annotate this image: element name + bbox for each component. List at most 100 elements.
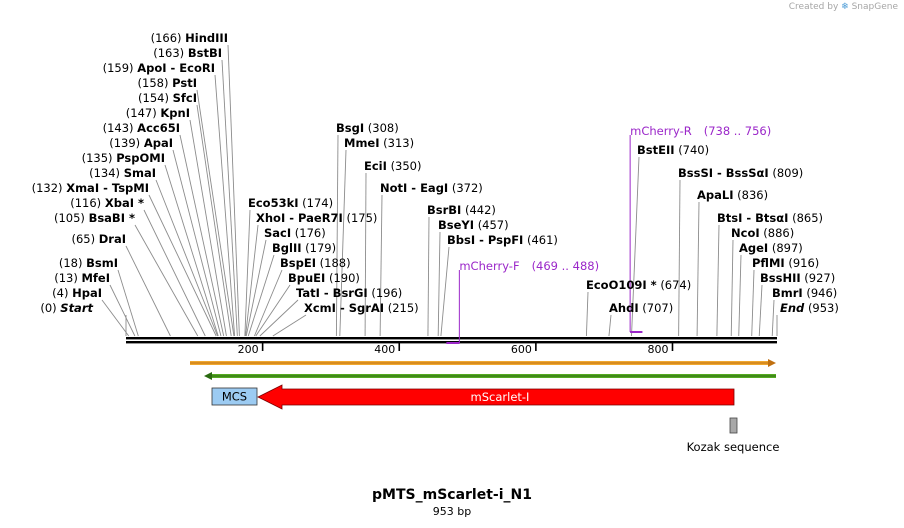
site-position: (18) (59, 256, 83, 270)
site-name: TatI - BsrGI (296, 286, 368, 300)
site-position: (457) (478, 218, 509, 232)
site-name: BsaBI * (89, 211, 135, 225)
site-position: (927) (804, 271, 835, 285)
site-name: ApaLI (697, 188, 734, 202)
feature-mcs: MCS (211, 387, 258, 406)
site-leader-line (109, 284, 136, 337)
site-label: (163) BstBI (153, 46, 222, 60)
snapgene-logo-icon: ❄ (841, 2, 849, 12)
site-position: (0) (40, 301, 56, 315)
mcs-label: MCS (222, 390, 247, 404)
site-leader-line (117, 269, 139, 337)
site-name: BseYI (438, 218, 474, 232)
site-name: BpuEI (288, 271, 325, 285)
site-label: BtsI - BtsαI (865) (717, 211, 823, 225)
kozak-label: Kozak sequence (687, 440, 780, 454)
site-position: (179) (305, 241, 336, 255)
site-position: (154) (138, 91, 169, 105)
ruler-tick-label: 600 (511, 343, 532, 356)
site-name: BtsI - BtsαI (717, 211, 788, 225)
site-leader-line (608, 314, 612, 337)
feature-mscarlet-i: mScarlet-I (257, 384, 735, 410)
site-leader-line (189, 119, 227, 337)
site-leader-line (148, 194, 217, 337)
ruler-tick-label: 200 (238, 343, 259, 356)
site-leader-line (758, 284, 763, 337)
site-label: BglII (179) (272, 241, 336, 255)
site-position: (865) (792, 211, 823, 225)
site-name: BssHII (760, 271, 801, 285)
site-name: BspEI (280, 256, 316, 270)
site-name: PflMI (752, 256, 785, 270)
site-name: NcoI (731, 226, 760, 240)
site-position: (350) (391, 159, 422, 173)
site-name: KpnI (160, 106, 190, 120)
site-label: (134) SmaI (89, 166, 156, 180)
site-name: PstI (172, 76, 197, 90)
site-label: (132) XmaI - TspMI (32, 181, 149, 195)
site-leader-line (437, 231, 441, 337)
site-label: SacI (176) (264, 226, 326, 240)
site-leader-line (716, 224, 720, 337)
site-label: (13) MfeI (54, 271, 110, 285)
site-label: (0) Start (40, 301, 93, 315)
site-leader-line (339, 149, 347, 337)
site-position: (953) (808, 301, 839, 315)
site-position: (836) (737, 188, 768, 202)
site-position: (13) (54, 271, 78, 285)
site-position: (174) (302, 196, 333, 210)
site-name: BssSI - BssSαI (678, 166, 769, 180)
site-leader-line (125, 245, 171, 337)
site-name: Eco53kI (248, 196, 299, 210)
site-label: AhdI (707) (609, 301, 673, 315)
site-label: (147) KpnI (126, 106, 190, 120)
site-label: (4) HpaI (52, 286, 102, 300)
site-position: (188) (320, 256, 351, 270)
site-leader-line (379, 194, 383, 337)
primer-name: mCherry-R (630, 124, 692, 138)
site-position: (65) (71, 232, 95, 246)
site-leader-line (143, 209, 206, 337)
site-position: (313) (383, 136, 414, 150)
site-label: (116) XbaI * (70, 196, 144, 210)
site-leader-line (227, 44, 240, 337)
site-position: (159) (103, 61, 134, 75)
site-label: XhoI - PaeR7I (175) (256, 211, 377, 225)
site-position: (134) (89, 166, 120, 180)
primer-mcherry-r: mCherry-R(738 .. 756) (629, 124, 771, 333)
site-name: AgeI (739, 241, 768, 255)
site-name: XhoI - PaeR7I (256, 211, 343, 225)
site-label: BbsI - PspFI (461) (447, 233, 558, 247)
site-leader-line (245, 239, 267, 337)
site-position: (372) (452, 181, 483, 195)
mscarlet-label: mScarlet-I (471, 390, 530, 404)
site-labels: (166) HindIII(163) BstBI(159) ApoI - Eco… (32, 31, 839, 315)
site-name: Acc65I (137, 121, 180, 135)
site-position: (308) (368, 121, 399, 135)
site-label: End (953) (780, 301, 839, 315)
site-position: (916) (788, 256, 819, 270)
site-position: (740) (678, 143, 709, 157)
site-leader-line (164, 164, 219, 337)
site-leader-line (214, 74, 236, 337)
site-label: (154) SfcI (138, 91, 197, 105)
site-label: (166) HindIII (151, 31, 228, 45)
site-leader-line (196, 104, 232, 337)
site-position: (196) (371, 286, 402, 300)
site-leader-line (440, 246, 450, 337)
site-label: BseYI (457) (438, 218, 509, 232)
site-label: BsgI (308) (336, 121, 399, 135)
site-label: (135) PspOMI (82, 151, 165, 165)
map-title: pMTS_mScarlet-i_N1 (372, 487, 532, 503)
kozak-box (729, 417, 738, 434)
created-by-label: Created by (788, 2, 839, 12)
site-label: BsrBI (442) (427, 203, 496, 217)
site-name: SmaI (124, 166, 156, 180)
site-name: PspOMI (116, 151, 165, 165)
site-label-lines (101, 44, 778, 337)
site-leader-line (585, 291, 589, 337)
site-leader-line (172, 149, 222, 337)
site-label: MmeI (313) (344, 136, 414, 150)
site-position: (674) (660, 278, 691, 292)
